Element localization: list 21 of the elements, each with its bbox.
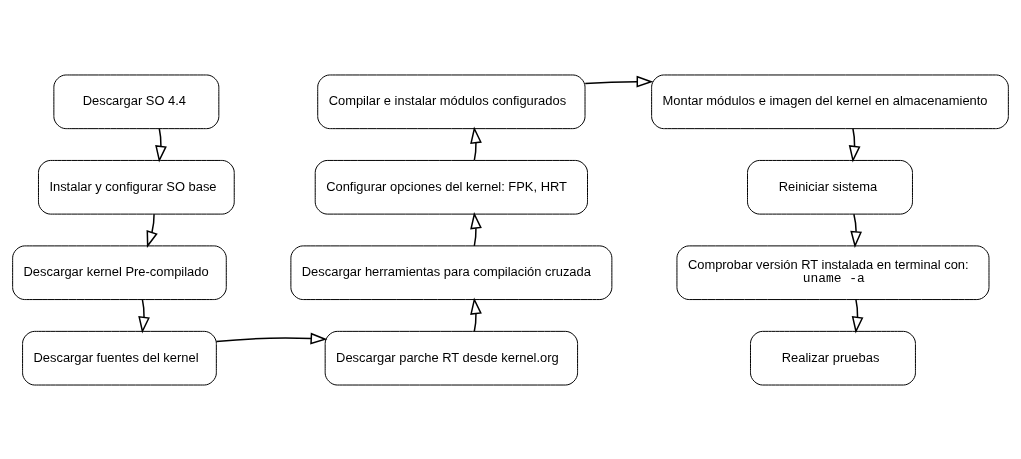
node-box: Descargar kernel Pre-compilado [12, 244, 227, 300]
arrow [138, 298, 150, 333]
node-box: Realizar pruebas [750, 330, 916, 386]
node-box: Compilar e instalar módulos configurados [317, 73, 586, 129]
node-box: Descargar SO 4.4 [53, 73, 220, 129]
node-box: Instalar y configurar SO base [37, 159, 235, 215]
node-box: Comprobar versión RT instalada en terminal con: uname -a [676, 244, 990, 300]
arrow [470, 211, 482, 247]
node-box: Configurar opciones del kernel: FPK, HRT [314, 159, 588, 215]
arrow [146, 212, 158, 248]
arrow [215, 332, 328, 344]
arrow [584, 75, 654, 88]
node-box: Descargar herramientas para compilación cruzada [290, 244, 613, 300]
arrow [470, 296, 482, 332]
arrow [850, 212, 863, 248]
node-box: Montar módulos e imagen del kernel en almacenamiento [651, 73, 1009, 129]
node-box: Descargar parche RT desde kernel.org [324, 330, 579, 386]
arrow [155, 127, 167, 163]
node-box: Descargar fuentes del kernel [22, 330, 217, 386]
node-box: Reiniciar sistema [747, 159, 913, 215]
arrow [470, 126, 482, 161]
